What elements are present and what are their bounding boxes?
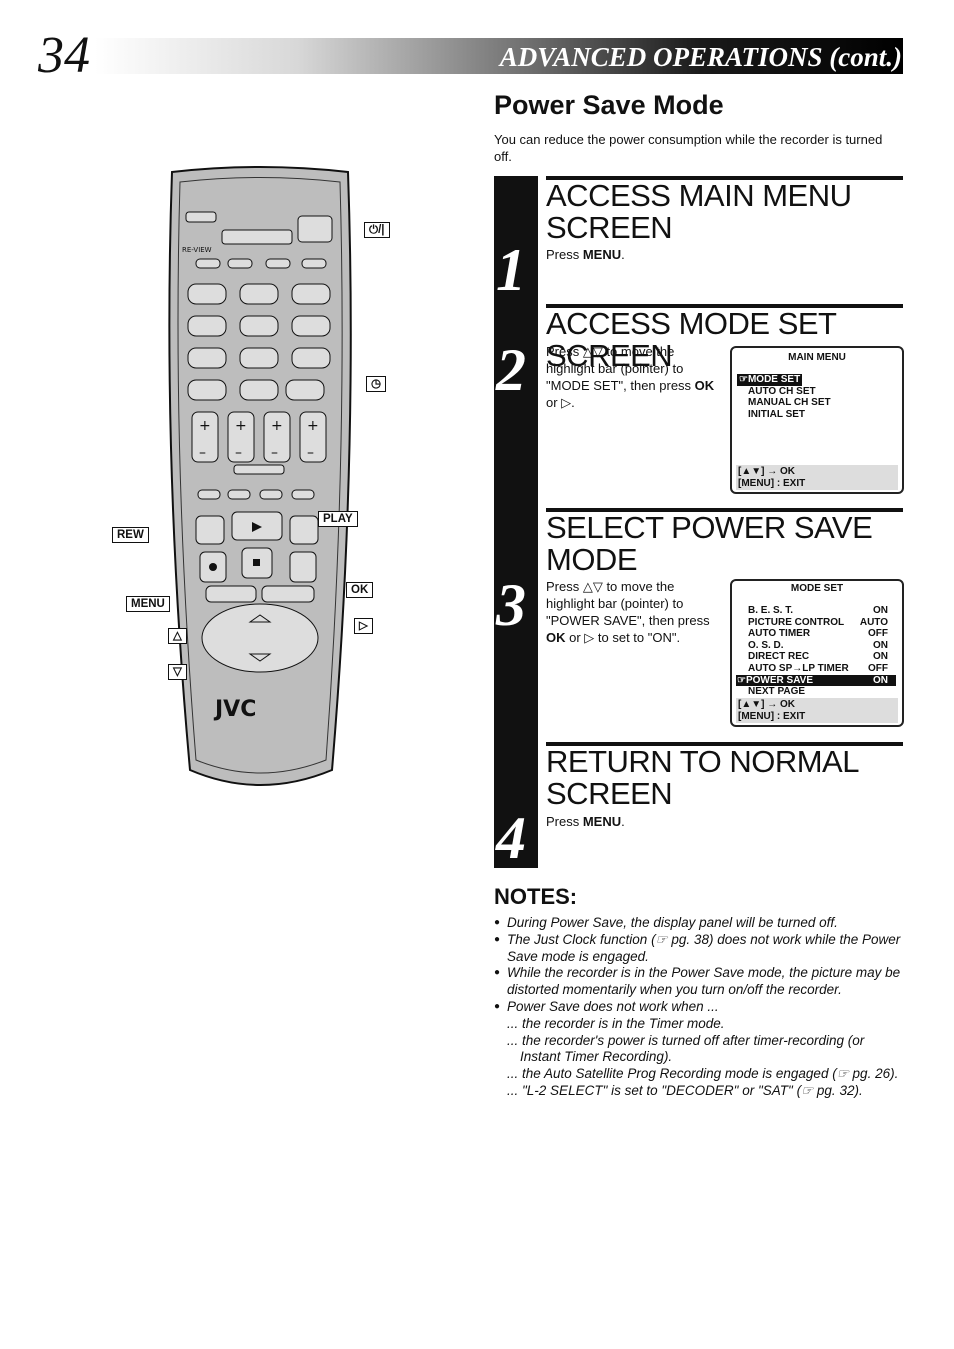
mode-set-row: ☞POWER SAVE ON (736, 674, 896, 686)
note-item: While the recorder is in the Power Save … (494, 965, 904, 999)
mode-set-row: NEXT PAGE (736, 686, 896, 697)
power-callout-label: ⏻/| (364, 222, 390, 238)
mode-set-row-value: ON (873, 674, 888, 686)
svg-text:+: + (271, 418, 283, 434)
main-menu-screen: MAIN MENU ☞MODE SET AUTO CH SET MANUAL C… (730, 346, 904, 494)
svg-text:+: + (235, 418, 247, 434)
svg-text:–: – (235, 445, 242, 461)
right-callout-label: ▷ (354, 618, 373, 634)
main-menu-title: MAIN MENU (788, 352, 846, 363)
mode-set-row: O. S. D. ON (736, 640, 896, 651)
up-callout-label: △ (168, 628, 187, 644)
mode-set-row-value: OFF (868, 628, 888, 640)
remote-control-illustration: + + + + – – – – JVC RE-VIEW (168, 166, 352, 786)
rew-callout-label: REW (112, 527, 149, 543)
mode-set-row-value: OFF (868, 663, 888, 674)
ok-callout-label: OK (346, 582, 374, 598)
mode-set-row-value: AUTO (859, 616, 888, 628)
step-4-heading: RETURN TO NORMAL SCREEN (546, 744, 858, 811)
review-label: RE-VIEW (182, 246, 212, 254)
mode-set-row-value: ON (873, 651, 888, 663)
step-2-rule (546, 304, 903, 308)
step-2-text: Press △▽ to move the highlight bar (poin… (546, 344, 715, 410)
jvc-logo: JVC (213, 697, 256, 722)
mode-set-row-value: ON (873, 639, 888, 651)
page-number: 34 (38, 27, 90, 84)
svg-text:+: + (307, 418, 319, 434)
mode-set-row: DIRECT REC ON (736, 651, 896, 662)
step-1-heading: ACCESS MAIN MENU SCREEN (546, 178, 852, 245)
note-sub-item: ... "L-2 SELECT" is set to "DECODER" or … (507, 1082, 863, 1098)
header-bar (95, 38, 903, 74)
main-menu-item: AUTO CH SET (748, 386, 816, 397)
note-sub-item: ... the recorder is in the Timer mode. (507, 1015, 725, 1031)
step-3-rule (546, 508, 903, 512)
main-menu-item: MANUAL CH SET (748, 397, 831, 408)
mode-set-row-value: ON (873, 605, 888, 616)
note-item: During Power Save, the display panel wil… (494, 915, 904, 932)
note-sub-item: ... the recorder's power is turned off a… (507, 1032, 865, 1065)
mode-set-row: AUTO SP→LP TIMER OFF (736, 663, 896, 674)
step-4-number: 4 (496, 805, 526, 871)
step-1-rule (546, 176, 903, 180)
svg-text:–: – (199, 445, 206, 461)
mode-set-footer: [▲▼] → OK[MENU] : EXIT (736, 698, 898, 723)
step-2-bar (494, 304, 538, 508)
step-1-number: 1 (496, 237, 526, 303)
mode-set-row-label: PICTURE CONTROL (748, 616, 845, 628)
main-menu-item-mode-set: ☞MODE SET (737, 374, 803, 386)
notes-list: During Power Save, the display panel wil… (494, 915, 904, 1100)
step-3-bar (494, 508, 538, 742)
mode-set-row-label: AUTO SP→LP TIMER (748, 663, 849, 674)
intro-text: You can reduce the power consumption whi… (494, 132, 883, 164)
step-3-text: Press △▽ to move the highlight bar (poin… (546, 579, 710, 645)
mode-set-row-label: B. E. S. T. (748, 605, 794, 616)
header-title: ADVANCED OPERATIONS (cont.) (499, 42, 902, 72)
step-3-heading: SELECT POWER SAVE MODE (546, 510, 873, 577)
mode-set-title: MODE SET (790, 583, 844, 594)
timer-callout-label: ◷ (366, 376, 387, 392)
step-1-text: Press MENU. (546, 247, 625, 262)
step-1-bar (494, 176, 538, 304)
play-callout-label: PLAY (318, 511, 358, 527)
main-menu-item: INITIAL SET (748, 409, 806, 420)
step-4-bar (494, 742, 538, 868)
svg-text:–: – (307, 445, 314, 461)
note-item: Power Save does not work when ... (494, 999, 904, 1016)
svg-text:–: – (271, 445, 278, 461)
mode-set-row: AUTO TIMER OFF (736, 628, 896, 639)
mode-set-row-label: AUTO TIMER (748, 628, 811, 640)
mode-set-row-label: ☞POWER SAVE (737, 674, 814, 686)
step-3-number: 3 (496, 572, 526, 638)
mode-set-row-label: NEXT PAGE (748, 686, 806, 698)
notes-title: NOTES: (494, 884, 578, 909)
mode-set-row: PICTURE CONTROL AUTO (736, 617, 896, 628)
note-sub-item: ... the Auto Satellite Prog Recording mo… (507, 1066, 899, 1082)
menu-callout-label: MENU (126, 596, 170, 612)
main-menu-footer: [▲▼] → OK[MENU] : EXIT (736, 465, 898, 490)
mode-set-row: B. E. S. T. ON (736, 605, 896, 616)
step-4-text: Press MENU. (546, 814, 625, 829)
step-4-rule (546, 742, 903, 746)
step-2-heading: ACCESS MODE SET SCREEN (546, 306, 836, 373)
down-callout-label: ▽ (168, 664, 187, 680)
svg-text:+: + (199, 418, 211, 434)
mode-set-row-label: DIRECT REC (748, 651, 810, 663)
mode-set-row-label: O. S. D. (748, 639, 784, 651)
note-item: The Just Clock function (☞ pg. 38) does … (494, 932, 904, 966)
step-2-number: 2 (496, 337, 526, 403)
section-title: Power Save Mode (494, 90, 724, 120)
